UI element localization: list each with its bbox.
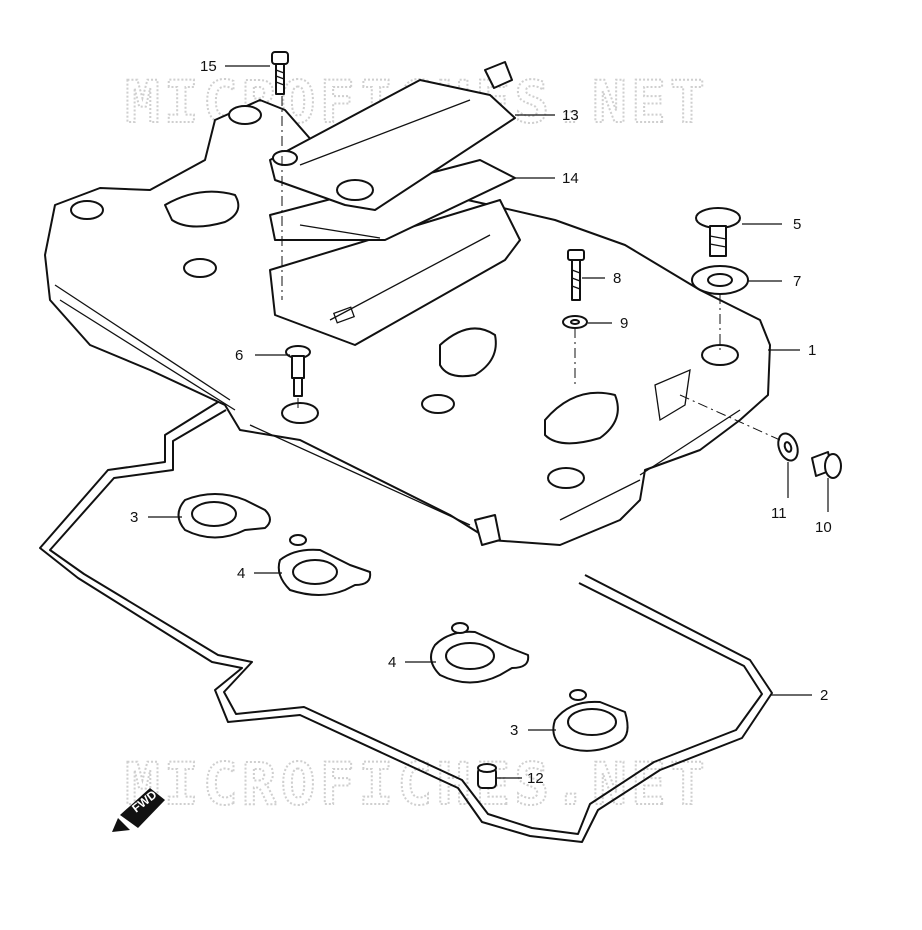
callout-15: 15 xyxy=(200,58,217,75)
breather-cover-13 xyxy=(269,61,516,211)
cylinder-head-cover xyxy=(44,99,771,546)
seal-ring-4b xyxy=(430,622,530,684)
bolt-8 xyxy=(567,249,585,301)
callout-2: 2 xyxy=(820,687,828,704)
callout-11: 11 xyxy=(771,505,787,522)
seal-ring-4a xyxy=(277,534,372,596)
cover-gasket xyxy=(39,401,773,843)
leader-lines xyxy=(148,65,829,779)
washer-11 xyxy=(777,432,799,462)
callout-12: 12 xyxy=(527,770,544,787)
watermark-bottom: MICROFICHES.NET xyxy=(125,750,709,818)
bolt-15 xyxy=(271,51,289,95)
callout-14: 14 xyxy=(562,170,579,187)
breather-cover xyxy=(269,199,521,346)
bolt-5 xyxy=(695,207,741,257)
grommet-7 xyxy=(691,265,749,295)
screw-10 xyxy=(811,451,842,479)
callout-4b: 4 xyxy=(388,654,396,671)
fwd-arrow-icon: FWD xyxy=(112,787,165,832)
bolt-6 xyxy=(285,345,311,397)
callout-6: 6 xyxy=(235,347,243,364)
callout-10: 10 xyxy=(815,519,832,536)
callout-3a: 3 xyxy=(130,509,138,526)
washer-9 xyxy=(562,315,588,329)
seal-ring-3b xyxy=(552,689,629,752)
callout-5: 5 xyxy=(793,216,801,233)
callout-3b: 3 xyxy=(510,722,518,739)
callout-8: 8 xyxy=(613,270,621,287)
callout-9: 9 xyxy=(620,315,628,332)
callout-13: 13 xyxy=(562,107,579,124)
callout-7: 7 xyxy=(793,273,801,290)
callout-4a: 4 xyxy=(237,565,245,582)
seal-ring-3a xyxy=(177,493,271,539)
breather-gasket-14 xyxy=(269,159,516,241)
dowel-pin-12 xyxy=(477,763,497,789)
callout-1: 1 xyxy=(808,342,816,359)
